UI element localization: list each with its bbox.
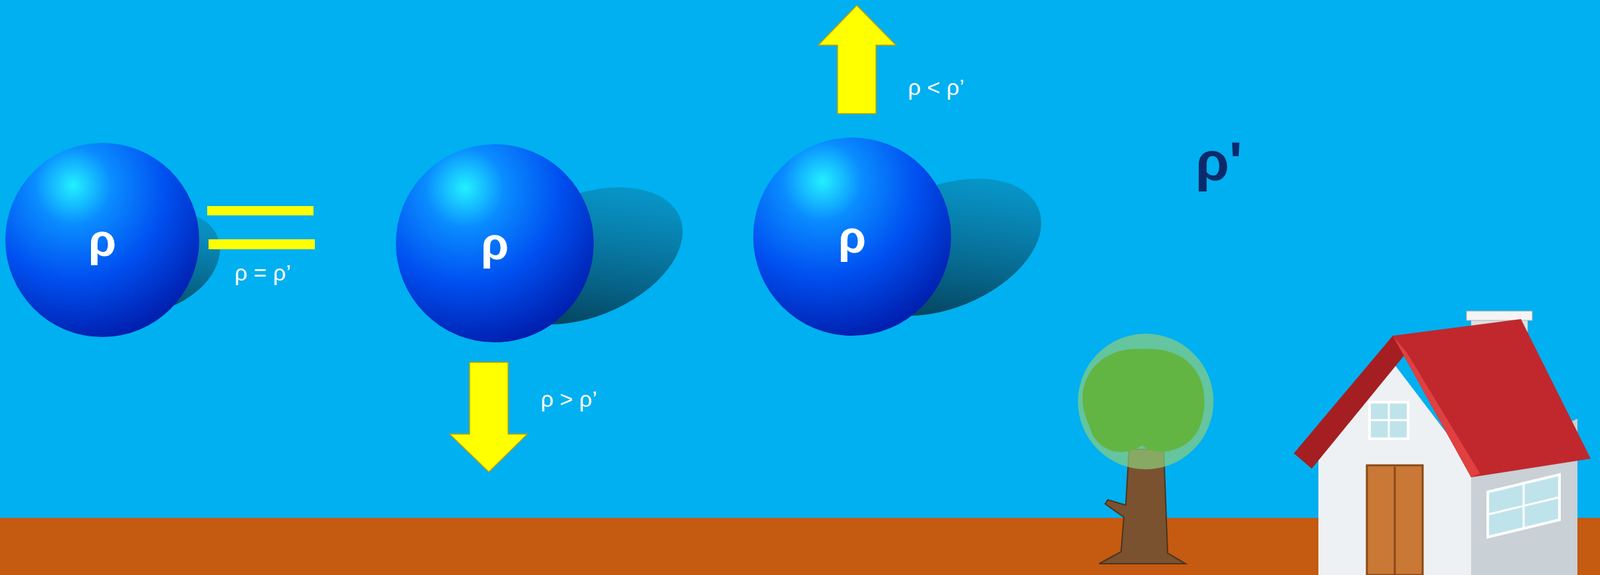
sink-arrow xyxy=(449,361,528,472)
density-relation-label: ρ > ρ’ xyxy=(540,386,598,412)
density-relation-label: ρ < ρ’ xyxy=(907,75,965,100)
density-relation-label: ρ = ρ’ xyxy=(234,260,291,285)
equal-bar xyxy=(207,205,314,216)
sphere: ρ xyxy=(753,137,952,336)
density-symbol: ρ xyxy=(480,220,509,266)
density-symbol: ρ xyxy=(88,217,117,263)
sphere-fill xyxy=(5,142,200,337)
sphere: ρ xyxy=(395,144,594,343)
density-symbol: ρ xyxy=(838,213,867,260)
fluid-density-label: ρ' xyxy=(1195,131,1243,192)
tree-icon xyxy=(1077,333,1214,564)
sphere-fill xyxy=(753,137,952,336)
equal-bar xyxy=(208,239,315,250)
house-icon xyxy=(1293,310,1591,575)
sphere: ρ xyxy=(5,142,200,337)
rise-arrow xyxy=(818,5,896,114)
sphere-fill xyxy=(395,144,594,343)
